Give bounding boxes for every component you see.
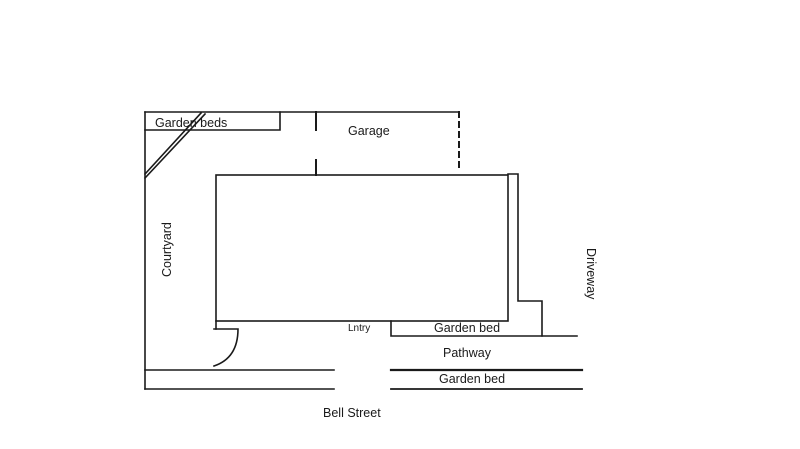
label-garden-bed-lower: Garden bed bbox=[439, 372, 505, 386]
label-garage: Garage bbox=[348, 124, 390, 138]
garden-bed-upper-box bbox=[390, 320, 578, 337]
door-swing-arc bbox=[212, 328, 239, 368]
label-pathway: Pathway bbox=[443, 346, 492, 360]
label-bell-street: Bell Street bbox=[323, 406, 381, 420]
driveway-edge bbox=[507, 173, 543, 337]
label-driveway: Driveway bbox=[584, 248, 598, 300]
garden-beds-diagonal-2 bbox=[143, 112, 207, 180]
label-garden-bed-upper: Garden bed bbox=[434, 321, 500, 335]
label-courtyard: Courtyard bbox=[160, 222, 174, 277]
label-entry: Lntry bbox=[348, 323, 370, 334]
house-outline bbox=[215, 174, 509, 322]
label-garden-beds: Garden beds bbox=[155, 116, 227, 130]
garden-beds-diagonal-1 bbox=[143, 111, 203, 176]
